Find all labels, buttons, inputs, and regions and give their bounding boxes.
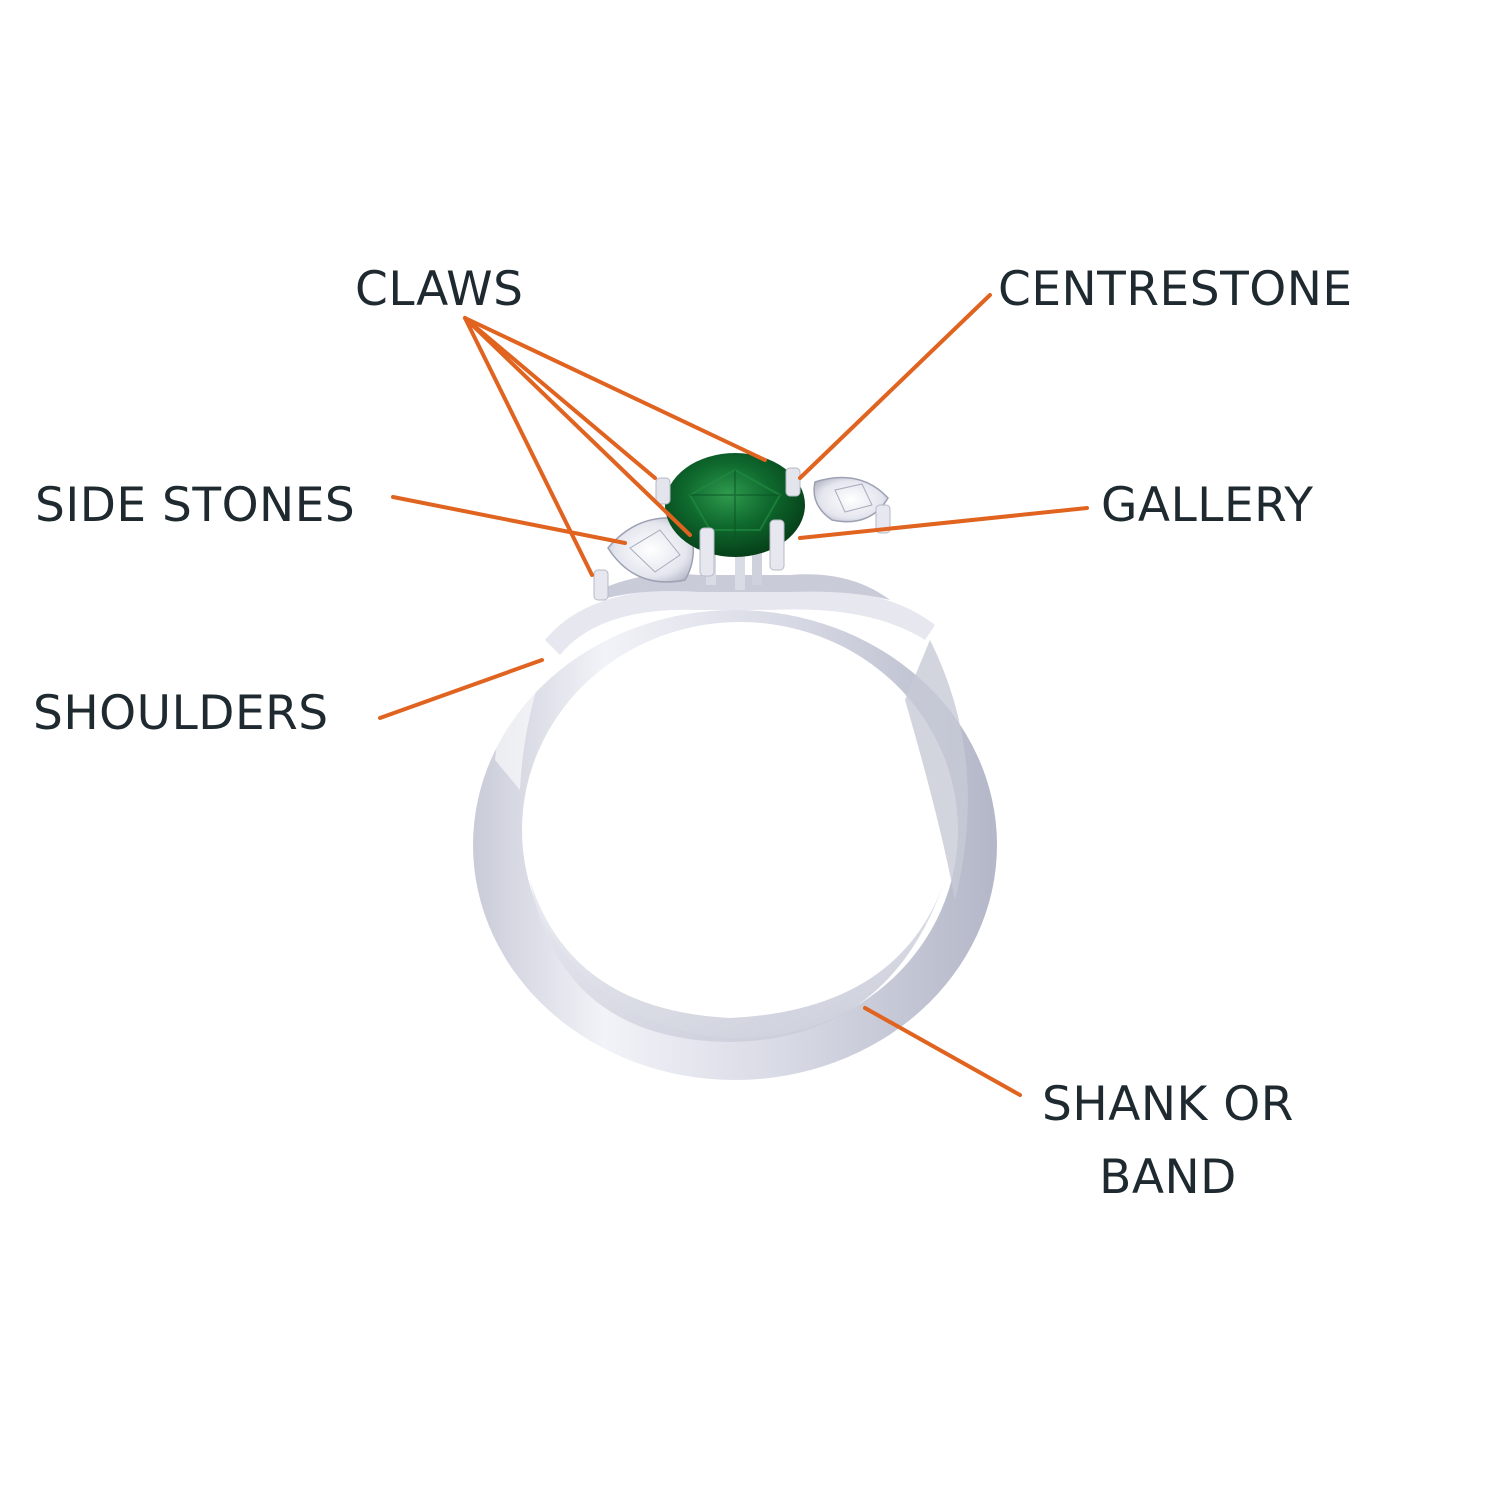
label-claws: CLAWS <box>355 262 524 317</box>
ring-band <box>473 610 997 1080</box>
label-centrestone: CENTRESTONE <box>998 262 1353 317</box>
leader-claws-2 <box>463 316 657 480</box>
leader-claws-1 <box>463 316 767 462</box>
leader-claws-4 <box>463 316 594 577</box>
label-shoulders: SHOULDERS <box>33 686 329 741</box>
leader-centrestone <box>798 293 992 480</box>
label-shank-or-band: SHANK OR BAND <box>1018 1068 1318 1214</box>
label-shank-line2: BAND <box>1099 1150 1237 1205</box>
ring-claws <box>593 467 891 601</box>
leader-claws-3 <box>463 316 692 537</box>
ring-shoulders <box>545 588 935 655</box>
label-gallery: GALLERY <box>1101 478 1314 533</box>
leader-shoulders <box>378 658 544 720</box>
leader-shank <box>863 1006 1022 1097</box>
leader-gallery <box>798 506 1089 540</box>
label-shank-line1: SHANK OR <box>1042 1077 1294 1132</box>
leader-side-stones <box>391 495 627 545</box>
side-stone-left <box>607 517 695 583</box>
side-stone-right <box>813 476 889 523</box>
label-side-stones: SIDE STONES <box>35 478 356 533</box>
leader-lines <box>378 293 1089 1097</box>
